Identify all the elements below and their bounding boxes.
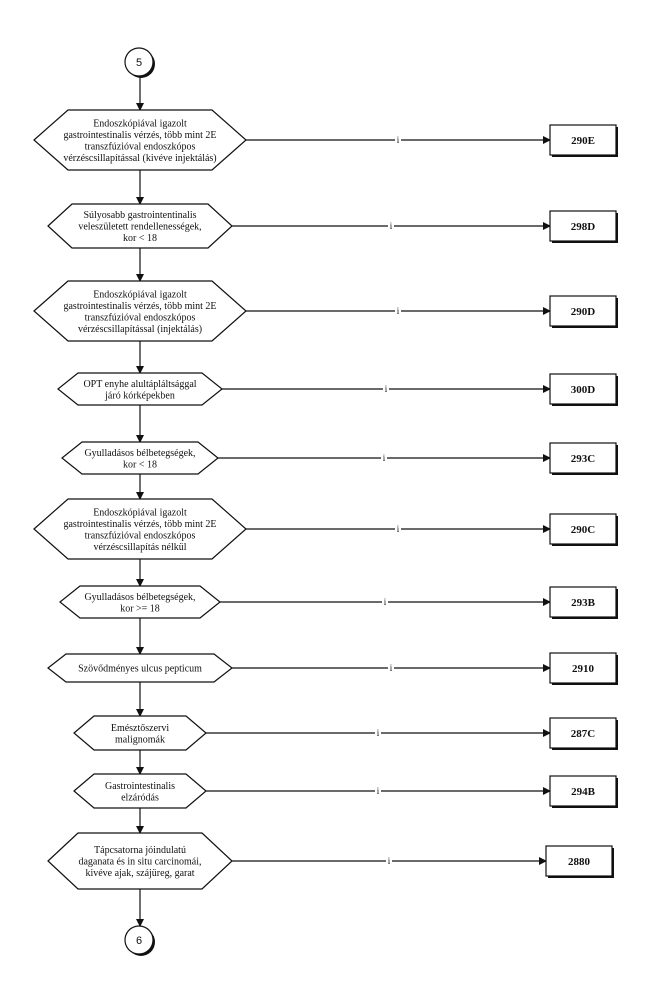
yes-label-bg [383, 382, 389, 394]
yes-label: i [390, 221, 393, 231]
connector-bottom-label: 6 [136, 935, 142, 947]
decision-text: Gyulladásos bélbetegségek, [84, 592, 195, 603]
decision-hexagon [57, 372, 223, 406]
yes-label-bg [386, 854, 392, 866]
yes-label: i [397, 306, 400, 316]
result-code: 293B [571, 597, 596, 609]
result-code: 2910 [572, 663, 595, 675]
decision-text: kor < 18 [123, 233, 157, 244]
yes-label-bg [375, 784, 381, 796]
yes-label: i [384, 597, 387, 607]
decision-text: vérzéscsillapítással (kivéve injektálás) [63, 153, 216, 164]
decision-text: vérzéscsillapítás nélkül [93, 542, 186, 553]
connector-bottom [124, 925, 154, 955]
yes-label: i [397, 524, 400, 534]
yes-label: i [383, 453, 386, 463]
decision-text: Gyulladásos bélbetegségek, [84, 448, 195, 459]
result-box [549, 442, 617, 474]
decision-hexagon [61, 441, 219, 475]
yes-label-bg [388, 661, 394, 673]
result-box [549, 373, 617, 405]
decision-text: gastrointestinalis vérzés, több mint 2E [63, 519, 216, 530]
yes-label: i [388, 856, 391, 866]
decision-text: OPT enyhe alultápláltsággal [83, 379, 196, 390]
result-box [549, 586, 617, 618]
decision-text: kivéve ajak, szájüreg, garat [85, 868, 194, 879]
decision-hexagon [47, 653, 233, 683]
decision-hexagon [73, 715, 207, 751]
result-code: 2880 [568, 856, 591, 868]
decision-text: transzfúzióval endoszkópos [85, 312, 196, 323]
yes-label-bg [388, 219, 394, 231]
decision-text: Gastrointestinalis [105, 781, 175, 792]
result-box [549, 717, 617, 749]
result-code: 294B [571, 786, 596, 798]
yes-label-bg [382, 595, 388, 607]
decision-text: transzfúzióval endoszkópos [85, 141, 196, 152]
decision-text: Endoszkópiával igazolt [93, 289, 187, 300]
decision-hexagon [73, 773, 207, 809]
decision-hexagon [59, 585, 221, 619]
decision-text: Tápcsatorna jóindulatú [94, 845, 186, 856]
decision-text: malignomák [115, 734, 165, 745]
decision-hexagon [33, 280, 247, 342]
result-code: 287C [571, 728, 596, 740]
result-box [549, 652, 617, 684]
decision-hexagon [47, 203, 233, 249]
yes-label: i [385, 384, 388, 394]
decision-text: Súlyosabb gastrointentinalis [83, 210, 196, 221]
result-code: 290C [571, 524, 596, 536]
decision-text: transzfúzióval endoszkópos [85, 530, 196, 541]
decision-text: veleszületett rendellenességek, [78, 222, 201, 233]
decision-text: gastrointestinalis vérzés, több mint 2E [63, 301, 216, 312]
yes-label: i [377, 786, 380, 796]
decision-text: vérzéscsillapítással (injektálás) [78, 324, 202, 335]
connector-top [124, 47, 154, 77]
decision-text: Szövődményes ulcus pepticum [78, 664, 202, 675]
result-box [545, 845, 613, 877]
result-code: 300D [571, 384, 596, 396]
decision-text: gastrointestinalis vérzés, több mint 2E [63, 130, 216, 141]
yes-label-bg [395, 522, 401, 534]
decision-text: járó kórképekben [104, 390, 175, 401]
yes-label-bg [395, 304, 401, 316]
decision-text: Endoszkópiával igazolt [93, 507, 187, 518]
decision-hexagon [33, 498, 247, 560]
yes-label-bg [395, 133, 401, 145]
yes-label: i [397, 135, 400, 145]
result-code: 298D [571, 221, 596, 233]
result-code: 293C [571, 453, 596, 465]
decision-text: kor >= 18 [120, 603, 160, 614]
decision-text: daganata és in situ carcinomái, [78, 857, 201, 868]
decision-text: kor < 18 [123, 459, 157, 470]
yes-label: i [390, 663, 393, 673]
result-box [549, 210, 617, 242]
decision-hexagon [47, 832, 233, 890]
result-code: 290D [571, 306, 596, 318]
decision-text: Emésztőszervi [111, 723, 170, 734]
decision-hexagon [33, 109, 247, 171]
decision-text: elzáródás [121, 792, 159, 803]
result-box [549, 513, 617, 545]
result-code: 290E [571, 135, 595, 147]
yes-label-bg [381, 451, 387, 463]
result-box [549, 775, 617, 807]
result-box [549, 124, 617, 156]
decision-text: Endoszkópiával igazolt [93, 118, 187, 129]
yes-label: i [377, 728, 380, 738]
yes-label-bg [375, 726, 381, 738]
result-box [549, 295, 617, 327]
connector-top-label: 5 [136, 57, 142, 69]
